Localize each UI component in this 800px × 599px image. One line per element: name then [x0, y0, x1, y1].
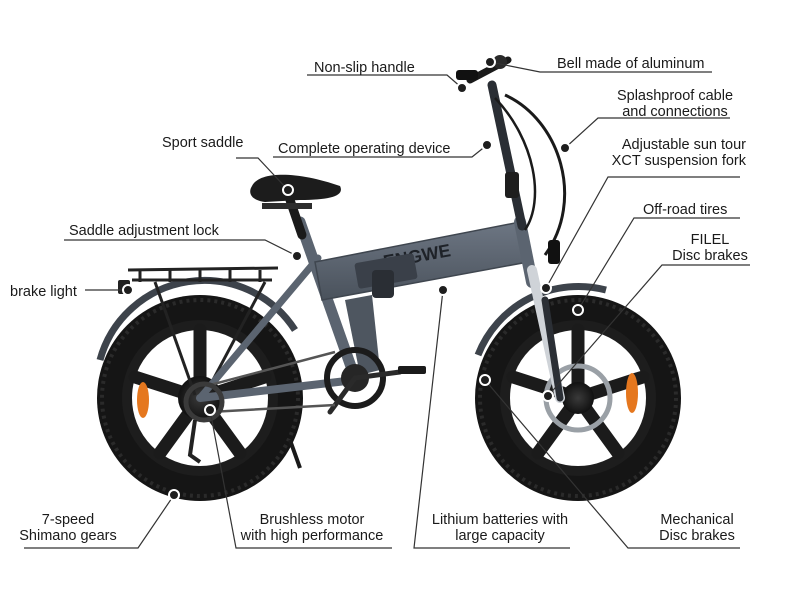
saddle [250, 174, 341, 240]
label-bell: Bell made of aluminum [557, 56, 705, 72]
callout-dots [122, 56, 584, 501]
label-splashproof: Splashproof cable and connections [612, 88, 738, 120]
label-gears-line2: Shimano gears [19, 528, 117, 544]
label-saddle-lock: Saddle adjustment lock [69, 223, 219, 239]
label-filel-line1: FILEL [690, 232, 730, 248]
label-non-slip-handle: Non-slip handle [314, 60, 415, 76]
label-mechanical-disc-line1: Mechanical [660, 512, 734, 528]
label-sport-saddle: Sport saddle [162, 135, 244, 151]
label-motor: Brushless motor with high performance [232, 512, 392, 544]
label-gears: 7-speed Shimano gears [8, 512, 128, 544]
label-gears-line1: 7-speed [41, 512, 95, 528]
label-fork-line2: XCT suspension fork [611, 153, 746, 169]
label-fork: Adjustable sun tour XCT suspension fork [596, 137, 746, 169]
label-offroad-tires: Off-road tires [643, 202, 728, 218]
stem-handlebar [456, 55, 567, 264]
label-battery-line2: large capacity [455, 528, 545, 544]
label-splashproof-line1: Splashproof cable [616, 88, 734, 104]
label-filel-line2: Disc brakes [672, 248, 748, 264]
label-fork-line1: Adjustable sun tour [621, 137, 746, 153]
suspension-fork [527, 265, 565, 403]
front-wheel [474, 282, 681, 501]
cassette [183, 381, 225, 423]
label-brake-light: brake light [10, 284, 77, 300]
label-mechanical-disc-line2: Disc brakes [659, 528, 735, 544]
label-battery-line1: Lithium batteries with [431, 512, 569, 528]
headlight [548, 240, 560, 264]
bell-icon [493, 55, 507, 69]
drivetrain [183, 347, 426, 469]
label-mechanical-disc: Mechanical Disc brakes [642, 512, 752, 544]
label-motor-line1: Brushless motor [259, 512, 365, 528]
label-operating-device: Complete operating device [278, 141, 451, 157]
label-battery: Lithium batteries with large capacity [420, 512, 580, 544]
label-splashproof-line2: and connections [622, 104, 728, 120]
rear-reflector [137, 382, 149, 418]
label-filel: FILEL Disc brakes [665, 232, 755, 264]
label-motor-line2: with high performance [240, 528, 384, 544]
front-reflector [626, 373, 638, 413]
chainring [324, 347, 386, 409]
